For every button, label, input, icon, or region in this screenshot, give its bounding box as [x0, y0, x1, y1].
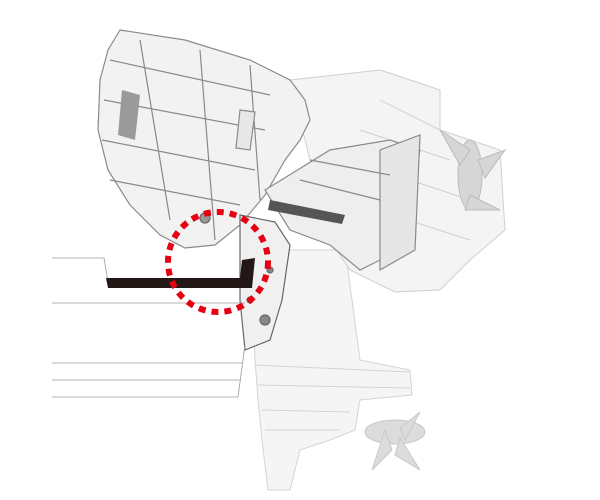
cowling-vent [118, 90, 140, 140]
tilted-outboard-motor [97, 29, 421, 272]
ghost-motor-lower [249, 249, 426, 491]
ghost-propeller-icon [364, 411, 426, 471]
guide-lines [52, 257, 246, 398]
transom-bracket [106, 258, 255, 288]
highlight-circle-icon [165, 209, 271, 315]
ghost-tilted-propeller-icon [439, 129, 507, 211]
